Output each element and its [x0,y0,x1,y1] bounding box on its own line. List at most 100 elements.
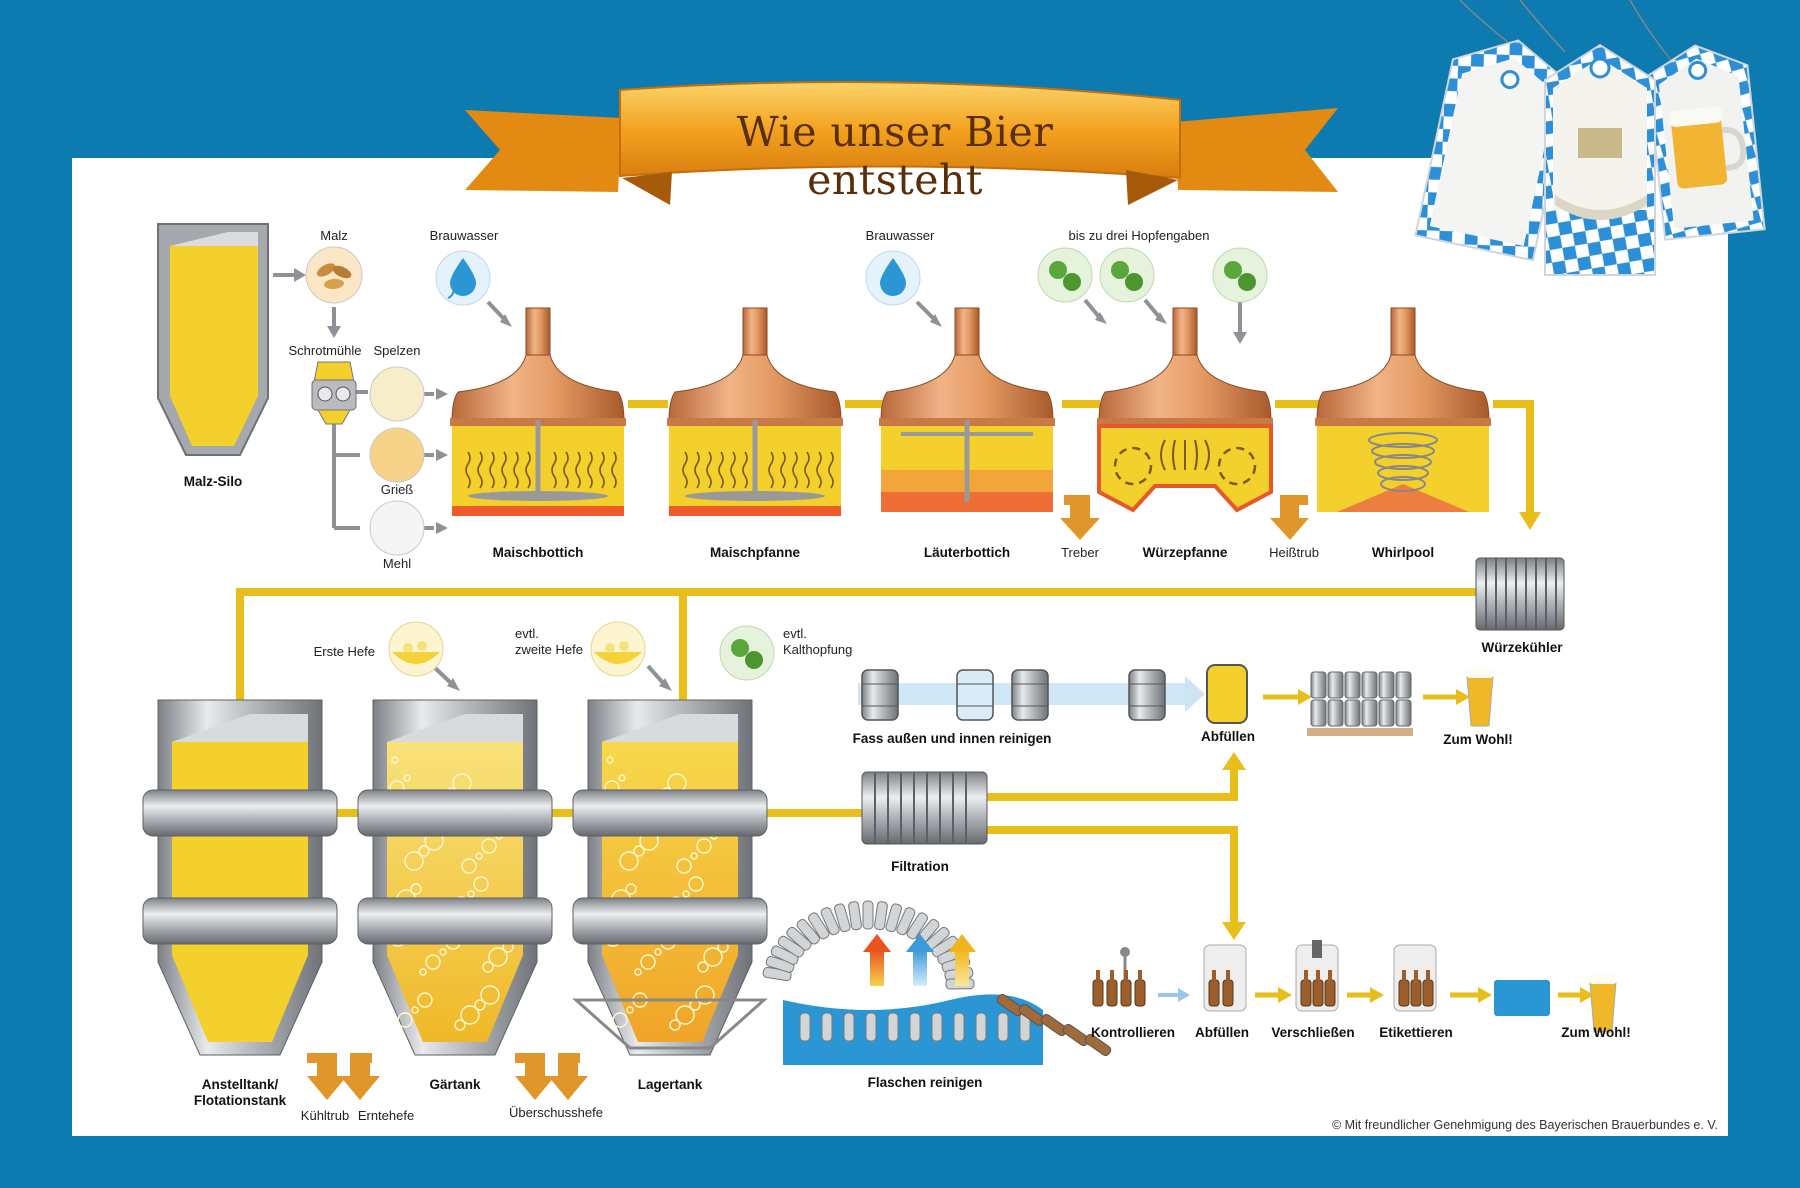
page-title: Wie unser Bier entsteht [736,108,1054,204]
filling-station [1203,944,1247,1012]
keg-line [858,664,1494,736]
bottle-icon [1092,979,1104,1007]
vessel-wort-kettle [1097,307,1273,513]
bavarian-beer-tag [1544,43,1656,276]
anniversary-tag [1414,39,1572,262]
hot-trub-label: Heißtrub [1269,545,1319,560]
capping-label: Verschließen [1271,1025,1355,1040]
flour-label: Mehl [382,556,412,571]
bottle-icon [1106,979,1118,1007]
wort-cooler-label: Würzekühler [1481,640,1563,655]
bottle-icon [896,907,916,936]
vessel-whirlpool [1315,307,1491,512]
bottle-icon [820,907,840,936]
yeast-icon [388,621,444,677]
bottle-icon [906,912,928,940]
bottle-cleaning-label: Flaschen reinigen [867,1075,983,1090]
keg-icon [1395,671,1412,699]
keg-icon [1011,669,1049,721]
hops-icon [1212,247,1268,303]
bottle-icon [1300,979,1312,1007]
copyright-notice: © Mit freundlicher Genehmigung des Bayer… [1331,1118,1718,1132]
keg-filling-icon [1206,664,1248,724]
keg-icon [1361,671,1378,699]
fermentation-tank [357,699,553,1056]
bottle-icon [865,1012,877,1042]
bottle-icon [1422,979,1434,1007]
keg-icon [1310,699,1327,727]
malt-label: Malz [320,228,348,243]
bottle-icon [975,1012,987,1042]
grits-label: Grieß [380,482,414,497]
keg-icon [1344,671,1361,699]
pallet-icon [1307,728,1413,736]
bottle-icon [799,1012,811,1042]
bottle-icon [909,1012,921,1042]
bottle-icon [1398,979,1410,1007]
wort-cooler [1475,557,1565,631]
waste-outlets [307,495,1309,1100]
bottle-icon [1312,979,1324,1007]
bottle-icon [1084,1033,1112,1057]
bottle-icon [848,901,862,931]
beer-mug-icon [1671,116,1728,189]
tank-label-pitching: Anstelltank/ Flotationstank [193,1077,287,1108]
bottle-icon [931,935,959,958]
hops-icon [1099,247,1155,303]
husks-icon [369,366,425,422]
beer-mug-tag [1646,44,1766,241]
keg-icon [1327,699,1344,727]
bottle-icon [874,901,888,931]
capping-station [1295,940,1339,1012]
bottle-icon [786,926,812,951]
water-label: Brauwasser [865,228,935,243]
bottle-icon [1120,979,1132,1007]
keg-icon [1327,671,1344,699]
bottle-icon [821,1012,833,1042]
bottle-filling-label: Abfüllen [1195,1025,1249,1040]
bottle-icon [1222,979,1234,1007]
surplus-yeast-label: Überschusshefe [509,1105,603,1120]
title-ribbon [465,81,1338,205]
flour-icon [369,500,425,556]
bottle-icon [1410,979,1422,1007]
second-yeast-label: evtl. zweite Hefe [515,626,583,657]
water-drop-icon [865,250,921,306]
water-label: Brauwasser [429,228,499,243]
bottle-icon [862,900,874,930]
grist-mill-icon [311,361,357,425]
beer-glass-icon [1589,974,1617,1033]
vessel-label-mash-tun: Maischbottich [492,545,584,560]
bottle-icon [887,1012,899,1042]
lagering-tank [572,699,768,1056]
grits-icon [369,427,425,483]
filter [861,771,988,845]
bottle-icon [770,945,799,965]
hops-icon [719,625,775,681]
bottle-cheers-label: Zum Wohl! [1561,1025,1631,1040]
pitching-tank [142,699,338,1056]
keg-icon [1128,669,1166,721]
malt-silo [157,223,269,456]
bottle-icon [953,1012,965,1042]
vessel-lauter-tun [879,307,1055,512]
keg-cheers-label: Zum Wohl! [1443,732,1513,747]
vessel-label-whirlpool: Whirlpool [1371,545,1435,560]
vessel-label-wort-kettle: Würzepfanne [1142,545,1228,560]
hops-additions-label: bis zu drei Hopfengaben [1068,228,1210,243]
first-yeast-label: Erste Hefe [313,644,375,659]
bottle-line [1092,940,1617,1033]
keg-icon [956,669,994,721]
beer-glass-icon [1466,668,1494,727]
silo-label: Malz-Silo [183,474,243,489]
inspecting-label: Kontrollieren [1090,1025,1176,1040]
labelling-label: Etikettieren [1379,1025,1453,1040]
vessel-mash-tun [450,307,626,516]
coat-of-arms-icon [1578,128,1622,158]
vessel-mash-kettle [667,307,843,516]
yeast-icon [590,621,646,677]
bottle-icon [997,1012,1009,1042]
tank-label-fermentation: Gärtank [429,1077,481,1092]
